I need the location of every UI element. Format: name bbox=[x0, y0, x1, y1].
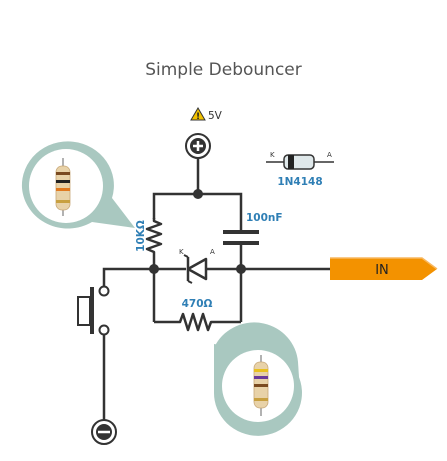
push-button-icon bbox=[77, 285, 110, 336]
resistor-photo-icon bbox=[253, 355, 269, 416]
resistor-series-label: 470Ω bbox=[182, 298, 213, 310]
svg-text:!: ! bbox=[196, 112, 200, 122]
schematic-k-label: K bbox=[179, 248, 184, 256]
schematic-a-label: A bbox=[210, 248, 215, 256]
diode-component bbox=[266, 154, 334, 170]
diode-icon bbox=[183, 254, 208, 284]
resistor-10k-callout bbox=[21, 141, 135, 229]
warning-icon: ! bbox=[190, 107, 206, 122]
resistor-photo-icon bbox=[55, 158, 71, 216]
output-arrow bbox=[330, 257, 438, 280]
supply-label: 5V bbox=[208, 110, 223, 122]
resistor-470-callout bbox=[213, 322, 302, 436]
resistor-10k bbox=[145, 218, 163, 254]
capacitor bbox=[223, 230, 259, 245]
capacitor-label: 100nF bbox=[246, 212, 283, 224]
plus-terminal-icon bbox=[185, 133, 211, 159]
diagram-title: Simple Debouncer bbox=[145, 60, 302, 80]
output-label: IN bbox=[375, 263, 389, 278]
junctions bbox=[149, 189, 246, 274]
diode-k-label: K bbox=[270, 151, 275, 159]
resistor-pullup-label: 10KΩ bbox=[135, 220, 147, 252]
diode-a-label: A bbox=[327, 151, 332, 159]
minus-terminal-icon bbox=[91, 419, 117, 445]
diode-part-label: 1N4148 bbox=[277, 176, 322, 188]
resistor-470 bbox=[176, 312, 216, 332]
